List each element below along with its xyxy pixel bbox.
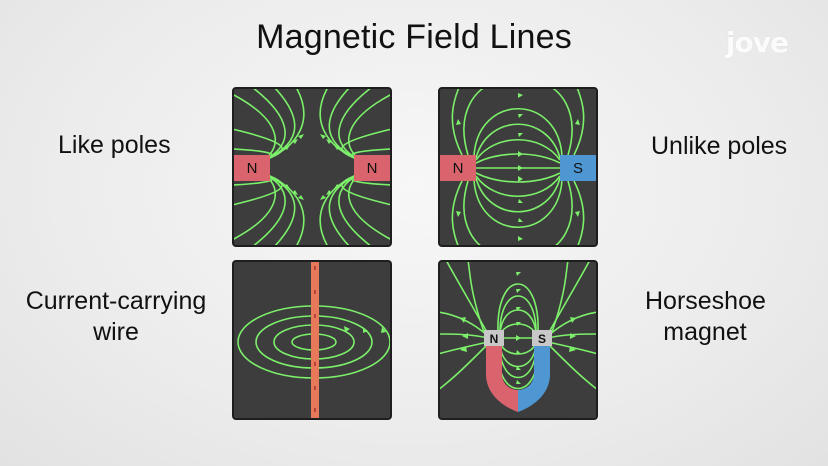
unlike-south-pole (560, 155, 596, 181)
wire-label-line1: Current-carrying (25, 287, 207, 315)
unlike-north-pole (440, 155, 476, 181)
like-left-pole-label: N (247, 160, 258, 177)
horseshoe-label-line2: magnet (663, 318, 747, 346)
wire-panel (232, 260, 392, 420)
unlike-left-pole-label: N (453, 160, 464, 177)
horseshoe-label: Horseshoe magnet (645, 286, 766, 348)
wire-field-diagram (237, 262, 390, 418)
like-poles-label: Like poles (58, 131, 171, 159)
current-wire (311, 262, 319, 418)
horseshoe-panel: N S (438, 260, 598, 420)
horseshoe-south-pole (532, 330, 552, 346)
horseshoe-label-line1: Horseshoe (645, 287, 766, 315)
horseshoe-north-arm (486, 342, 518, 412)
right-north-pole (354, 155, 390, 181)
left-north-pole (234, 155, 270, 181)
horseshoe-left-pole-label: N (490, 332, 499, 346)
wire-label-line2: wire (93, 318, 139, 346)
wire-label: Current-carrying wire (20, 286, 212, 348)
unlike-poles-field-diagram: N S (440, 89, 596, 245)
like-right-pole-label: N (367, 160, 378, 177)
page-title: Magnetic Field Lines (256, 18, 572, 56)
horseshoe-north-pole (484, 330, 504, 346)
horseshoe-right-pole-label: S (538, 332, 546, 346)
jove-logo: jove (725, 26, 789, 59)
like-poles-panel: N N (232, 87, 392, 247)
unlike-poles-label: Unlike poles (651, 132, 788, 160)
unlike-poles-panel: N S (438, 87, 598, 247)
horseshoe-field-diagram: N S (440, 262, 596, 412)
horseshoe-south-arm (518, 342, 550, 412)
unlike-right-pole-label: S (573, 160, 583, 177)
like-poles-field-diagram: N N (234, 89, 390, 245)
